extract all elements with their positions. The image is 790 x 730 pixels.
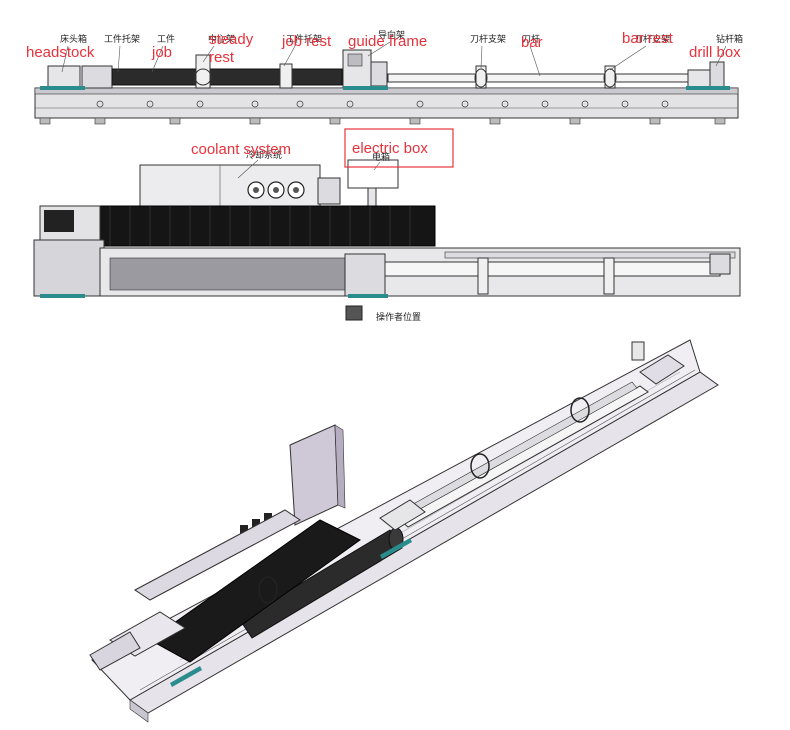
iso-bed <box>129 371 719 714</box>
label-rest: rest <box>209 49 235 66</box>
label-cn-bar-rest-2: 刀杆支架 <box>634 33 670 45</box>
side-view-en-labels: headstock job steady rest job rest guide… <box>26 30 741 66</box>
label-cn-drill-box: 钻杆箱 <box>716 33 743 45</box>
bar-rod <box>387 73 689 83</box>
electric-box-highlight <box>344 128 454 168</box>
label-job: job <box>151 44 172 61</box>
side-elevation-view <box>34 49 739 125</box>
side-view-leaders <box>61 41 727 77</box>
chip-cover <box>94 205 436 247</box>
label-cn-job: 工件 <box>157 33 175 45</box>
electric-box-block <box>347 159 399 189</box>
iso-job <box>239 529 403 639</box>
plan-view-labels: 冷却系统 电箱 操作者位置 coolant system electric bo… <box>191 128 454 323</box>
label-headstock: headstock <box>26 44 95 61</box>
label-drill-box: drill box <box>689 44 741 61</box>
side-view-cn-labels: 床头箱 工件托架 工件 中心架 工件托架 导向架 刀杆支架 刀杆 刀杆支架 钻杆… <box>60 29 743 45</box>
label-cn-steady-rest: 中心架 <box>208 33 235 45</box>
label-cn-guide-frame: 导向架 <box>378 29 405 41</box>
label-cn-job-rest: 工件托架 <box>104 33 140 45</box>
label-cn-bar: 刀杆 <box>522 33 540 45</box>
label-steady: steady <box>209 31 254 48</box>
label-cn-job-rest-2: 工件托架 <box>286 33 322 45</box>
label-cn-bar-rest: 刀杆支架 <box>470 33 506 45</box>
plan-view <box>33 159 741 321</box>
iso-electric-box <box>289 424 339 526</box>
label-electric-box: electric box <box>352 140 428 157</box>
headstock-block <box>47 65 81 89</box>
label-bar-rest: bar rest <box>622 30 674 47</box>
operator-icon <box>345 305 363 321</box>
label-cn-headstock: 床头箱 <box>60 33 87 45</box>
drill-box-block <box>687 69 711 89</box>
isometric-view <box>89 339 719 723</box>
label-guide-frame: guide frame <box>348 33 427 50</box>
label-cn-operator-position: 操作者位置 <box>376 311 421 323</box>
job-cylinder <box>111 68 343 86</box>
label-cn-coolant-system: 冷却系统 <box>246 149 282 161</box>
label-job-rest: job rest <box>281 33 332 50</box>
label-cn-electric-box: 电箱 <box>372 151 390 163</box>
label-bar: bar <box>521 34 543 51</box>
label-coolant-system: coolant system <box>191 141 291 158</box>
